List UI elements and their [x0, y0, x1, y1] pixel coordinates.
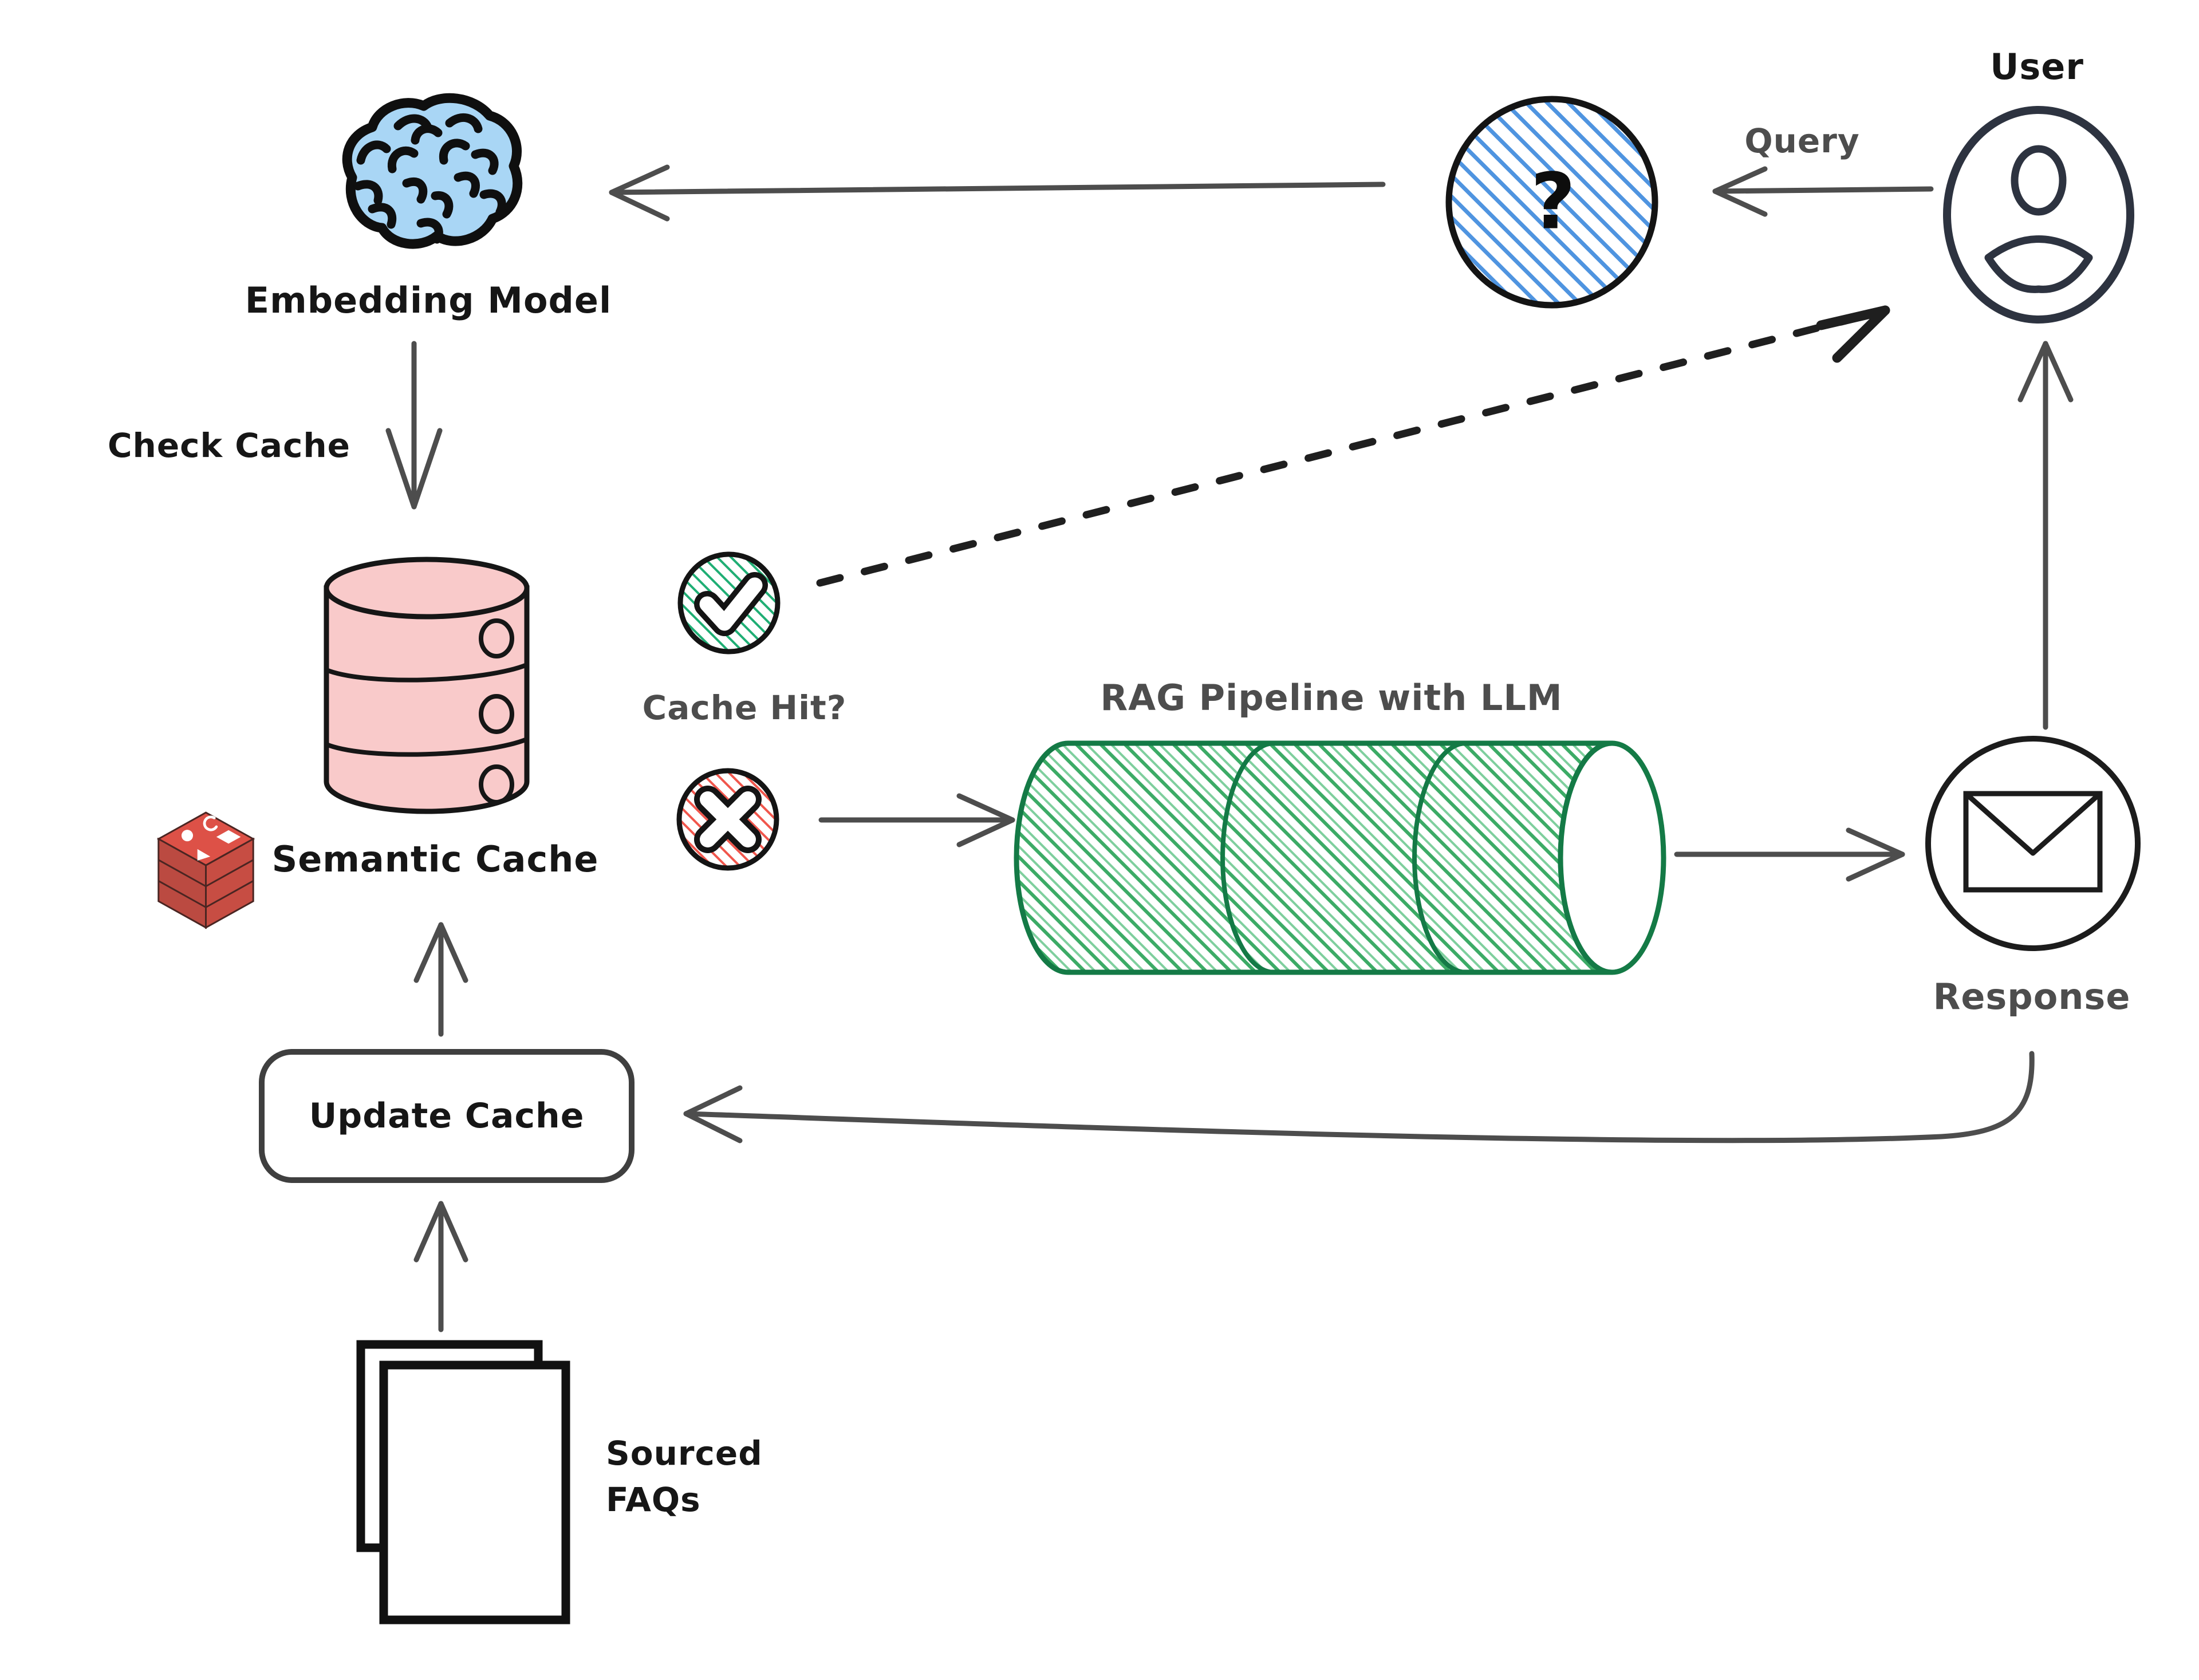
- pipeline-cylinder-icon: [1014, 740, 1666, 975]
- update-cache-label: Update Cache: [309, 1096, 585, 1136]
- check-circle-icon: [677, 551, 781, 654]
- sourced-faqs-label: Sourced FAQs: [606, 1434, 763, 1520]
- brain-icon: [342, 93, 523, 249]
- edge-embed: [609, 182, 1386, 195]
- documents-icon: [356, 1340, 570, 1624]
- update-cache-node: Update Cache: [259, 1049, 635, 1183]
- response-label: Response: [1933, 976, 2131, 1018]
- embedding-model-label: Embedding Model: [245, 279, 612, 321]
- check-cache-edge-label: Check Cache: [107, 426, 351, 465]
- cross-circle-icon: [676, 768, 779, 871]
- question-circle-icon: [1445, 96, 1658, 309]
- envelope-circle-icon: [1925, 736, 2141, 951]
- semantic-cache-label: Semantic Cache: [271, 838, 599, 880]
- user-label: User: [1990, 46, 2084, 88]
- database-cylinder-icon: [324, 557, 530, 814]
- edge-response-update: [683, 1051, 2035, 1143]
- query-edge-label: Query: [1744, 121, 1860, 160]
- edge-query: [1712, 186, 1934, 194]
- redis-cube-icon: [156, 811, 255, 929]
- edge-hit-return-dashed: [816, 308, 1883, 587]
- person-icon: [1943, 106, 2134, 324]
- cache-hit-label: Cache Hit?: [642, 688, 847, 727]
- rag-pipeline-label: RAG Pipeline with LLM: [1100, 677, 1563, 719]
- question-mark: ?: [1530, 156, 1576, 247]
